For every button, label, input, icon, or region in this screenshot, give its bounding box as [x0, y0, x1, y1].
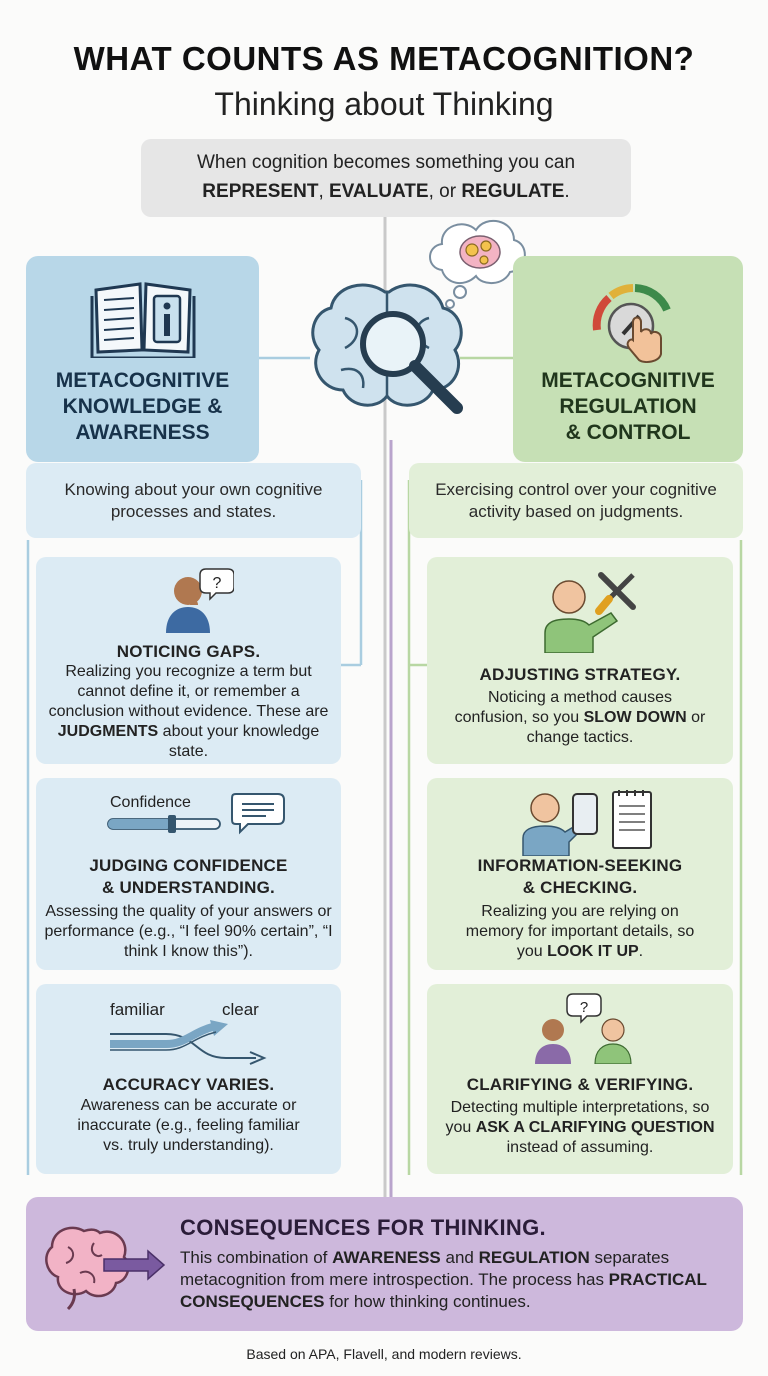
confidence-slider-label: Confidence — [110, 794, 191, 811]
svg-text:?: ? — [213, 575, 222, 592]
info-book-icon — [90, 282, 196, 358]
page-subtitle: Thinking about Thinking — [214, 86, 554, 122]
person-tools-icon — [544, 572, 636, 653]
right-description: Exercising control over your cognitive a… — [409, 463, 743, 538]
adjusting-strategy-body: Noticing a method causes confusion, so y… — [454, 689, 706, 746]
confidence-slider-icon — [107, 815, 221, 833]
left-description: Knowing about your own cognitive process… — [26, 463, 361, 538]
dial-hand-icon — [592, 284, 671, 363]
person-phone-notes-icon — [522, 790, 652, 856]
intro-keywords: REPRESENT, EVALUATE, or REGULATE. — [202, 181, 570, 202]
svg-text:?: ? — [580, 999, 588, 1016]
adjusting-strategy-card: ADJUSTING STRATEGY. Noticing a method ca… — [427, 557, 733, 764]
crossing-arrows-icon — [110, 1020, 267, 1065]
source-footer: Based on APA, Flavell, and modern review… — [246, 1346, 522, 1362]
intro-line: When cognition becomes something you can — [196, 152, 576, 173]
chat-bubble-icon — [231, 793, 285, 835]
consequences-title: CONSEQUENCES FOR THINKING. — [180, 1215, 546, 1240]
noticing-gaps-title: NOTICING GAPS. — [116, 642, 261, 661]
brain-magnifier-icon — [311, 283, 463, 414]
judging-confidence-body: Assessing the quality of your answers or… — [44, 903, 333, 960]
two-people-question-icon: ? — [535, 993, 632, 1064]
left-heading: METACOGNITIVE KNOWLEDGE & AWARENESS — [55, 369, 230, 444]
clarifying-verifying-title: CLARIFYING & VERIFYING. — [466, 1075, 694, 1094]
brain-arrow-icon — [45, 1226, 166, 1311]
information-seeking-card: INFORMATION-SEEKING & CHECKING. Realizin… — [427, 778, 733, 970]
noticing-gaps-body: Realizing you recognize a term but canno… — [48, 663, 329, 760]
knowledge-awareness-card: METACOGNITIVE KNOWLEDGE & AWARENESS — [26, 256, 259, 462]
clear-label: clear — [222, 1000, 259, 1019]
thought-bubble-icon — [429, 220, 526, 309]
noticing-gaps-card: ? NOTICING GAPS. Realizing you recognize… — [36, 557, 341, 764]
information-seeking-title: INFORMATION-SEEKING & CHECKING. — [477, 856, 683, 897]
information-seeking-body: Realizing you are relying on memory for … — [465, 903, 695, 960]
accuracy-varies-body: Awareness can be accurate or inaccurate … — [77, 1097, 300, 1154]
thinking-person-icon: ? — [166, 568, 234, 633]
right-heading: METACOGNITIVE REGULATION & CONTROL — [541, 369, 715, 444]
regulation-control-card: METACOGNITIVE REGULATION & CONTROL — [513, 256, 743, 462]
adjusting-strategy-title: ADJUSTING STRATEGY. — [479, 665, 681, 684]
accuracy-varies-title: ACCURACY VARIES. — [102, 1075, 275, 1094]
judging-confidence-card: Confidence JUDGING CONFIDENCE & UNDERSTA… — [36, 778, 341, 970]
consequences-body: This combination of AWARENESS and REGULA… — [180, 1248, 707, 1311]
clarifying-verifying-card: ? CLARIFYING & VERIFYING. Detecting mult… — [427, 984, 733, 1174]
accuracy-varies-card: familiar clear ACCURACY VARIES. Awarenes… — [36, 984, 341, 1174]
judging-confidence-title: JUDGING CONFIDENCE & UNDERSTANDING. — [89, 856, 288, 897]
familiar-label: familiar — [110, 1000, 165, 1019]
page-title: WHAT COUNTS AS METACOGNITION? — [73, 40, 695, 77]
intro-box: When cognition becomes something you can… — [141, 139, 631, 217]
consequences-panel: CONSEQUENCES FOR THINKING. This combinat… — [26, 1197, 743, 1331]
clarifying-verifying-body: Detecting multiple interpretations, so y… — [445, 1099, 715, 1156]
